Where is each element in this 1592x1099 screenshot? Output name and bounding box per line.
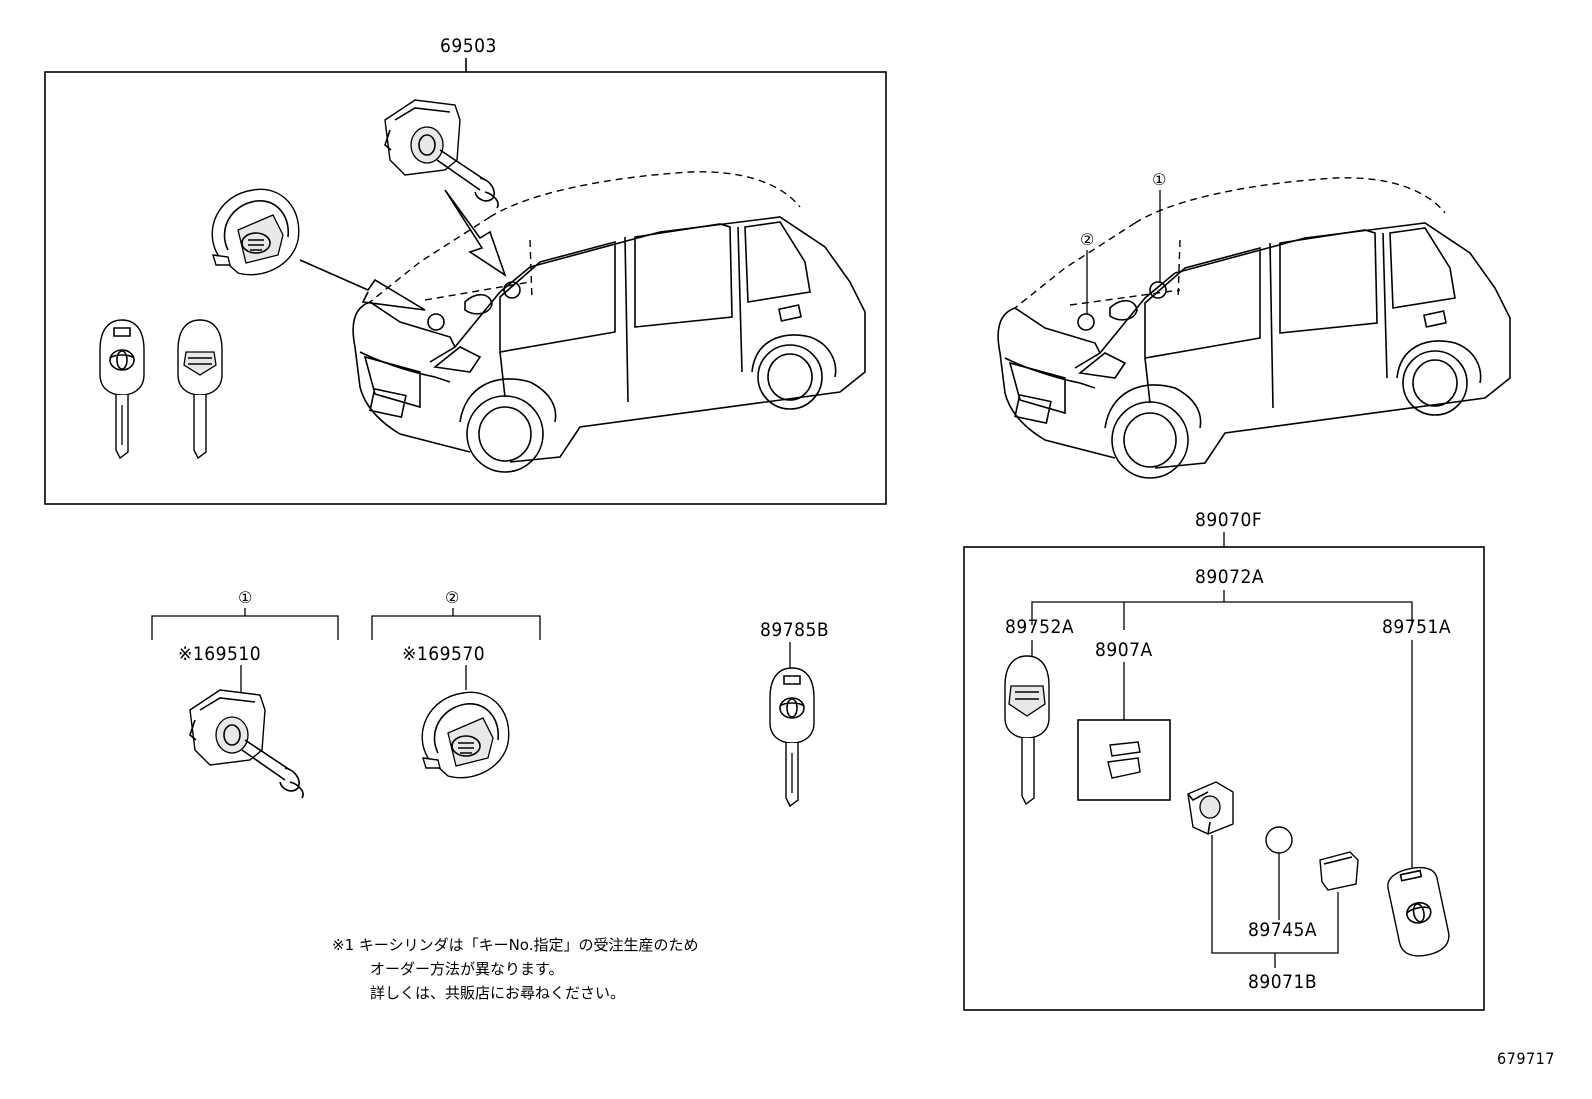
key-illustration-box-2	[177, 319, 223, 460]
label-89751A: 89751A	[1382, 616, 1451, 638]
label-69510: ※169510	[178, 643, 261, 665]
fob-89751A	[1387, 866, 1450, 957]
ring-illustration-box	[211, 188, 300, 276]
bracket-89071B	[1211, 835, 1339, 968]
arrow-ring	[299, 259, 426, 311]
location-dot-front	[427, 313, 445, 331]
note-line-3: 詳しくは、共販店にお尋ねください。	[370, 984, 625, 1002]
cover-89071B	[1319, 851, 1359, 891]
label-circle-1: ①	[238, 588, 252, 607]
label-circle-1-car: ①	[1152, 170, 1166, 189]
car-illustration-right	[997, 176, 1511, 479]
label-circle-2: ②	[445, 588, 459, 607]
key-illustration-box-1	[99, 319, 145, 459]
ring-69570	[421, 691, 510, 779]
bracket-89072A	[1031, 590, 1413, 630]
location-dot-hood	[503, 281, 521, 299]
label-89071B: 89071B	[1248, 971, 1317, 993]
box-69503	[44, 71, 887, 505]
bracket-2	[371, 608, 541, 640]
label-8907A: 8907A	[1095, 639, 1153, 661]
cylinder-illustration-box	[384, 99, 499, 209]
note-line-2: オーダー方法が異なります。	[370, 960, 564, 978]
label-89752A: 89752A	[1005, 616, 1074, 638]
note-line-1: ※1 キーシリンダは「キーNo.指定」の受注生産のため	[332, 936, 699, 954]
label-89072A: 89072A	[1195, 566, 1264, 588]
label-69570: ※169570	[402, 643, 485, 665]
label-89070F: 89070F	[1195, 509, 1262, 531]
location-dash-right	[1069, 239, 1181, 306]
label-89745A: 89745A	[1248, 919, 1317, 941]
battery-89745A	[1265, 826, 1293, 854]
bracket-1	[151, 608, 339, 640]
label-69503: 69503	[440, 35, 497, 57]
label-89785B: 89785B	[760, 619, 829, 641]
transponder-89071B	[1187, 781, 1234, 835]
box-89070F	[963, 546, 1485, 1011]
figure-id: 679717	[1497, 1049, 1555, 1068]
location-dot-2	[1077, 313, 1095, 331]
label-circle-2-car: ②	[1080, 230, 1094, 249]
location-dash-left	[424, 239, 533, 301]
arrow-cylinder	[444, 189, 507, 277]
location-dot-1	[1149, 281, 1167, 299]
key-89785B	[769, 667, 815, 807]
buttons-8907A	[1107, 741, 1141, 779]
box-8907A	[1077, 719, 1171, 801]
car-illustration-left	[352, 170, 866, 473]
key-89752A	[1004, 655, 1050, 806]
cylinder-69510	[189, 689, 304, 799]
